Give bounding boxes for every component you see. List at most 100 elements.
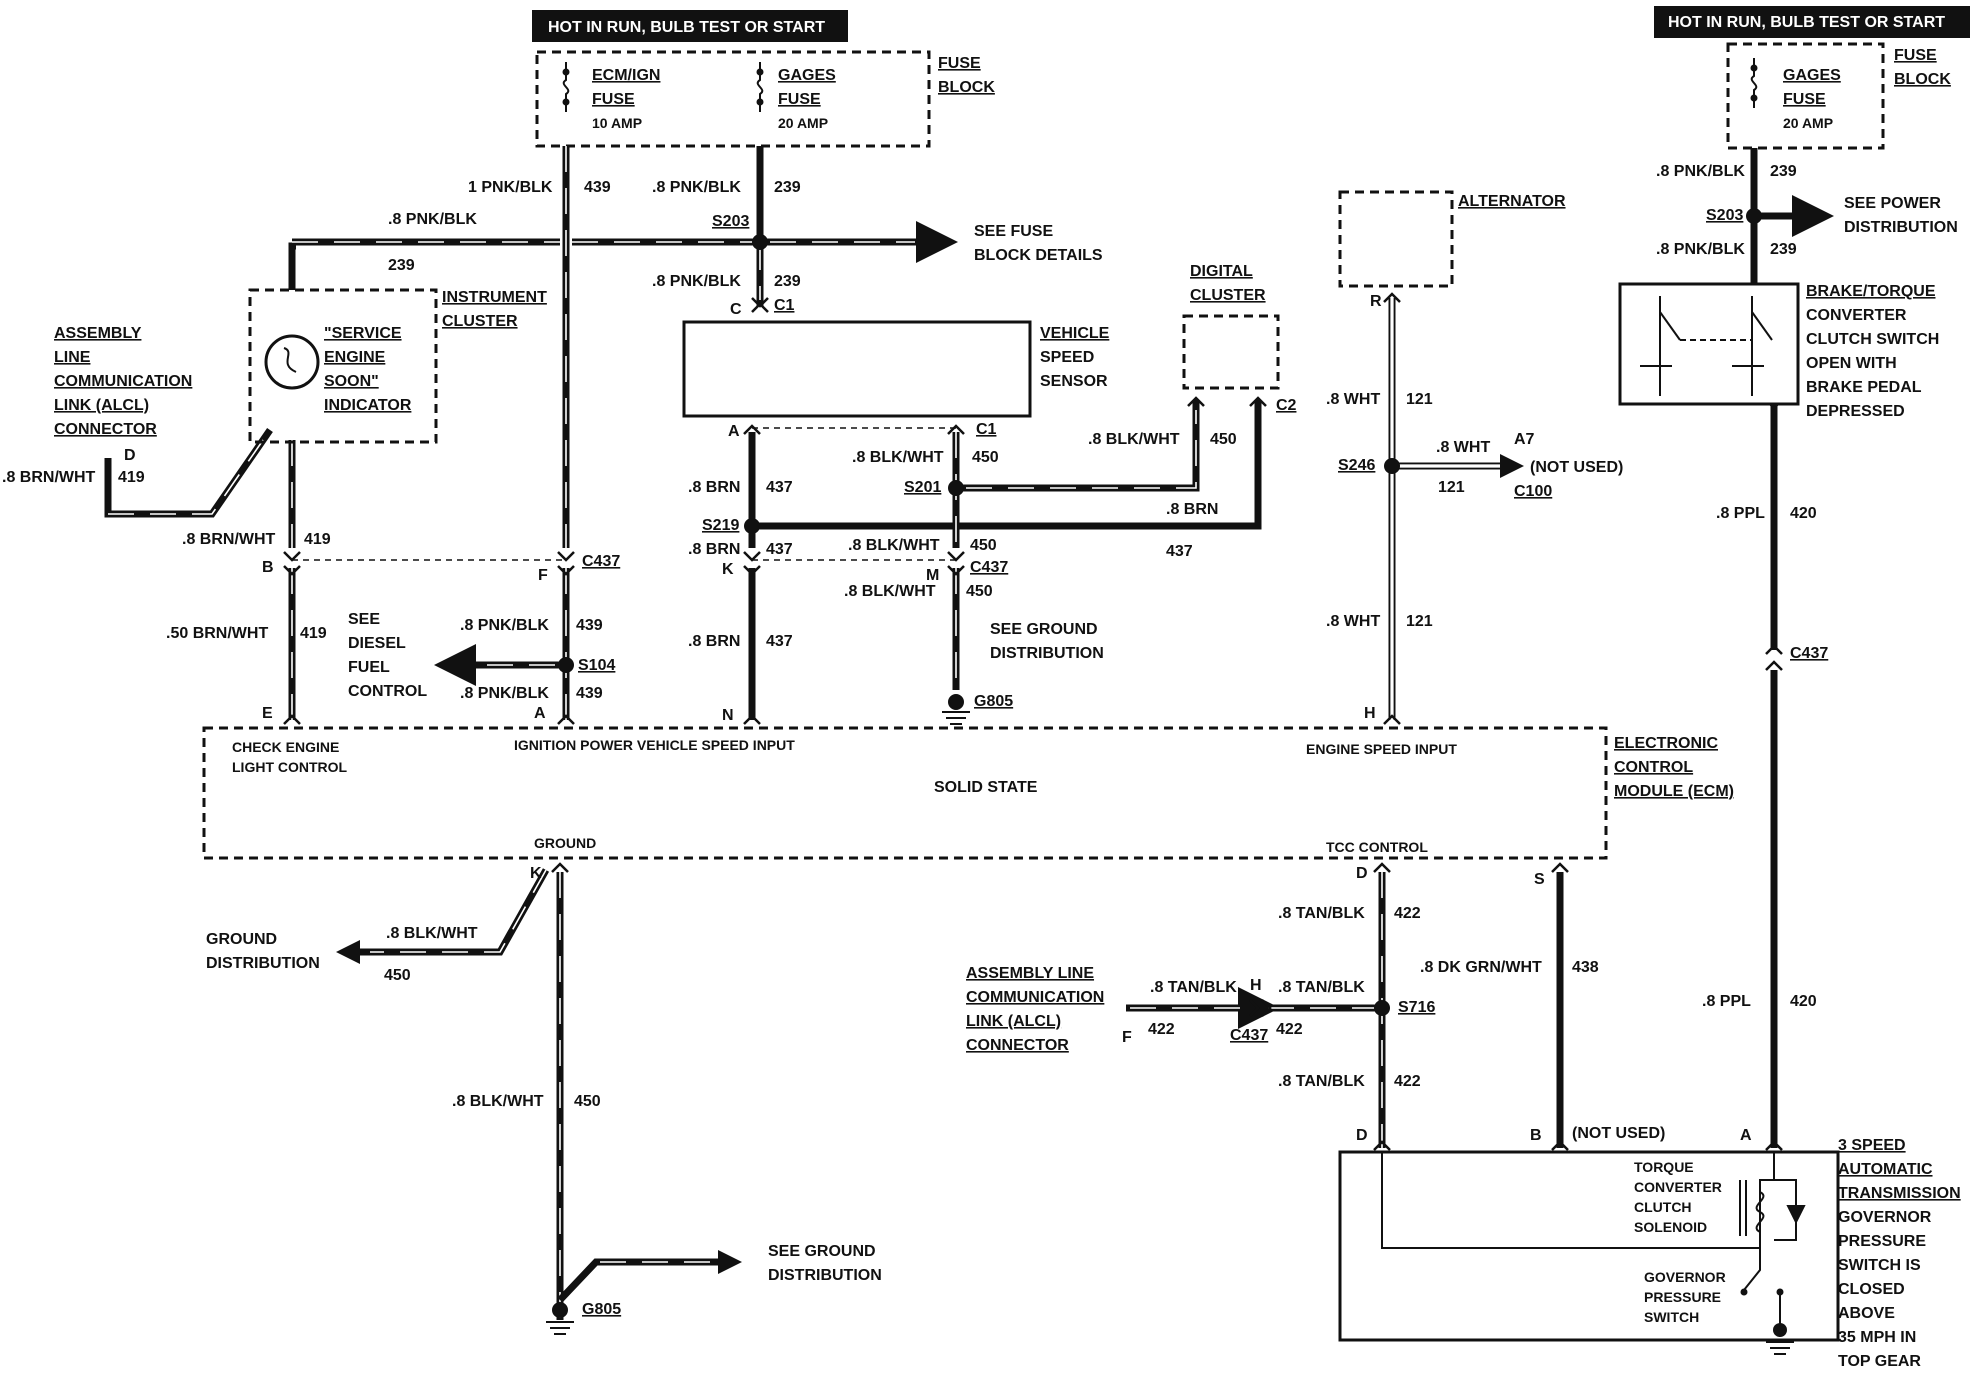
id-s203-right: S203 bbox=[1706, 207, 1743, 224]
transmission-label-7: CLOSED bbox=[1838, 1281, 1905, 1298]
fuse-block-left-label: FUSE bbox=[938, 55, 981, 72]
gages-fuse-label-2: FUSE bbox=[778, 91, 821, 108]
see-diesel-2: DIESEL bbox=[348, 635, 406, 652]
id-s716: S716 bbox=[1398, 999, 1435, 1016]
circuit-number: 437 bbox=[766, 633, 793, 650]
id-g805-mid: G805 bbox=[974, 693, 1013, 710]
id-a7: A7 bbox=[1514, 431, 1535, 448]
ground-icon-g805-bottom bbox=[546, 1302, 574, 1335]
id-c100: C100 bbox=[1514, 483, 1552, 500]
brake-switch-box bbox=[1618, 282, 1800, 406]
ecm-fuse-label-2: FUSE bbox=[592, 91, 635, 108]
wire-label: .8 TAN/BLK bbox=[1150, 979, 1237, 996]
ecm-tcc: TCC CONTROL bbox=[1326, 839, 1428, 855]
wire-label: .8 BLK/WHT bbox=[386, 925, 478, 942]
id-s201: S201 bbox=[904, 479, 941, 496]
circuit-number: 422 bbox=[1394, 1073, 1421, 1090]
header-right-text: HOT IN RUN, BULB TEST OR START bbox=[1668, 14, 1945, 31]
circuit-number: 422 bbox=[1394, 905, 1421, 922]
pin-n-ecm: N bbox=[722, 707, 734, 724]
tcc-solenoid-label-3: CLUTCH bbox=[1634, 1199, 1692, 1215]
id-c437-c: C437 bbox=[1790, 645, 1828, 662]
see-power: SEE POWER bbox=[1844, 195, 1941, 212]
alcl-top-label-5: CONNECTOR bbox=[54, 421, 157, 438]
ecm-engine-speed: ENGINE SPEED INPUT bbox=[1306, 741, 1457, 757]
alcl-bottom-label-4: CONNECTOR bbox=[966, 1037, 1069, 1054]
transmission-label-9: 35 MPH IN bbox=[1838, 1329, 1916, 1346]
ecm-label-2: CONTROL bbox=[1614, 759, 1693, 776]
ecm-fuse-rating: 10 AMP bbox=[592, 115, 642, 131]
circuit-number: 419 bbox=[300, 625, 327, 642]
circuit-number: 450 bbox=[574, 1093, 601, 1110]
circuit-number: 439 bbox=[584, 179, 611, 196]
right-gages-fuse-rating: 20 AMP bbox=[1783, 115, 1833, 131]
ecm-solid-state: SOLID STATE bbox=[934, 779, 1038, 796]
circuit-number: 437 bbox=[1166, 543, 1193, 560]
circuit-number: 121 bbox=[1406, 391, 1433, 408]
pin-f: F bbox=[538, 567, 548, 584]
see-ground-bottom-2: DISTRIBUTION bbox=[768, 1267, 882, 1284]
pin-h-ecm: H bbox=[1364, 705, 1376, 722]
see-diesel: SEE bbox=[348, 611, 380, 628]
circuit-number: 239 bbox=[774, 273, 801, 290]
wire-label: .8 TAN/BLK bbox=[1278, 1073, 1365, 1090]
transmission-label-5: PRESSURE bbox=[1838, 1233, 1926, 1250]
see-ground-bottom: SEE GROUND bbox=[768, 1243, 876, 1260]
circuit-number: 420 bbox=[1790, 505, 1817, 522]
pin-a-vss: A bbox=[728, 423, 740, 440]
fuse-block-right-label-2: BLOCK bbox=[1894, 71, 1951, 88]
see-ground-mid: SEE GROUND bbox=[990, 621, 1098, 638]
circuit-number: 422 bbox=[1148, 1021, 1175, 1038]
pin-c: C bbox=[730, 301, 742, 318]
wire-label: .8 TAN/BLK bbox=[1278, 905, 1365, 922]
see-diesel-4: CONTROL bbox=[348, 683, 427, 700]
brake-switch-label-5: BRAKE PEDAL bbox=[1806, 379, 1922, 396]
vss-label-2: SPEED bbox=[1040, 349, 1094, 366]
circuit-number: 239 bbox=[1770, 163, 1797, 180]
wire-label: .8 PPL bbox=[1702, 993, 1751, 1010]
fuse-block-left bbox=[535, 50, 931, 148]
pin-k: K bbox=[722, 561, 734, 578]
wire-label: .50 BRN/WHT bbox=[166, 625, 268, 642]
circuit-number: 239 bbox=[1770, 241, 1797, 258]
wire-label: .8 BLK/WHT bbox=[848, 537, 940, 554]
circuit-number: 422 bbox=[1276, 1021, 1303, 1038]
instrument-cluster-label: INSTRUMENT bbox=[442, 289, 547, 306]
circuit-number: 439 bbox=[576, 617, 603, 634]
transmission-internals bbox=[1381, 1152, 1806, 1328]
id-c437-b: C437 bbox=[970, 559, 1008, 576]
tcc-solenoid-label-4: SOLENOID bbox=[1634, 1219, 1707, 1235]
see-fuse-block: SEE FUSE bbox=[974, 223, 1053, 240]
id-s203: S203 bbox=[712, 213, 749, 230]
ecm-check-engine-2: LIGHT CONTROL bbox=[232, 759, 348, 775]
id-s219: S219 bbox=[702, 517, 739, 534]
wire-labels: .8 PNK/BLK .8 PNK/BLK 1 PNK/BLK .8 PNK/B… bbox=[2, 163, 1765, 1110]
ecm-label: ELECTRONIC bbox=[1614, 735, 1718, 752]
pin-s-ecm: S bbox=[1534, 871, 1545, 888]
ground-icon-transmission bbox=[1766, 1341, 1794, 1355]
id-g805-bottom: G805 bbox=[582, 1301, 621, 1318]
vehicle-speed-sensor-box bbox=[682, 320, 1032, 418]
service-indicator-label-2: ENGINE bbox=[324, 349, 386, 366]
pin-d-tr: D bbox=[1356, 1127, 1368, 1144]
wire-label: .8 PNK/BLK bbox=[460, 617, 549, 634]
not-used-a7: (NOT USED) bbox=[1530, 459, 1623, 476]
wire-label: .8 BRN bbox=[688, 541, 740, 558]
service-indicator-label: "SERVICE bbox=[324, 325, 402, 342]
see-ground-mid-2: DISTRIBUTION bbox=[990, 645, 1104, 662]
wire-label: .8 PNK/BLK bbox=[1656, 241, 1745, 258]
wire-label: .8 BLK/WHT bbox=[452, 1093, 544, 1110]
ecm-label-3: MODULE (ECM) bbox=[1614, 783, 1734, 800]
wire-label: .8 PPL bbox=[1716, 505, 1765, 522]
alcl-top-label: ASSEMBLY bbox=[54, 325, 142, 342]
wire-label: .8 BLK/WHT bbox=[1088, 431, 1180, 448]
alcl-top-label-3: COMMUNICATION bbox=[54, 373, 192, 390]
not-used-b: (NOT USED) bbox=[1572, 1125, 1665, 1142]
striped-wires bbox=[104, 146, 1834, 1320]
ecm-fuse-symbol bbox=[562, 62, 570, 112]
fuse-block-left-label-2: BLOCK bbox=[938, 79, 995, 96]
pin-k-ecm: K bbox=[530, 865, 542, 882]
circuit-number: 121 bbox=[1438, 479, 1465, 496]
pin-b-ic: B bbox=[262, 559, 274, 576]
